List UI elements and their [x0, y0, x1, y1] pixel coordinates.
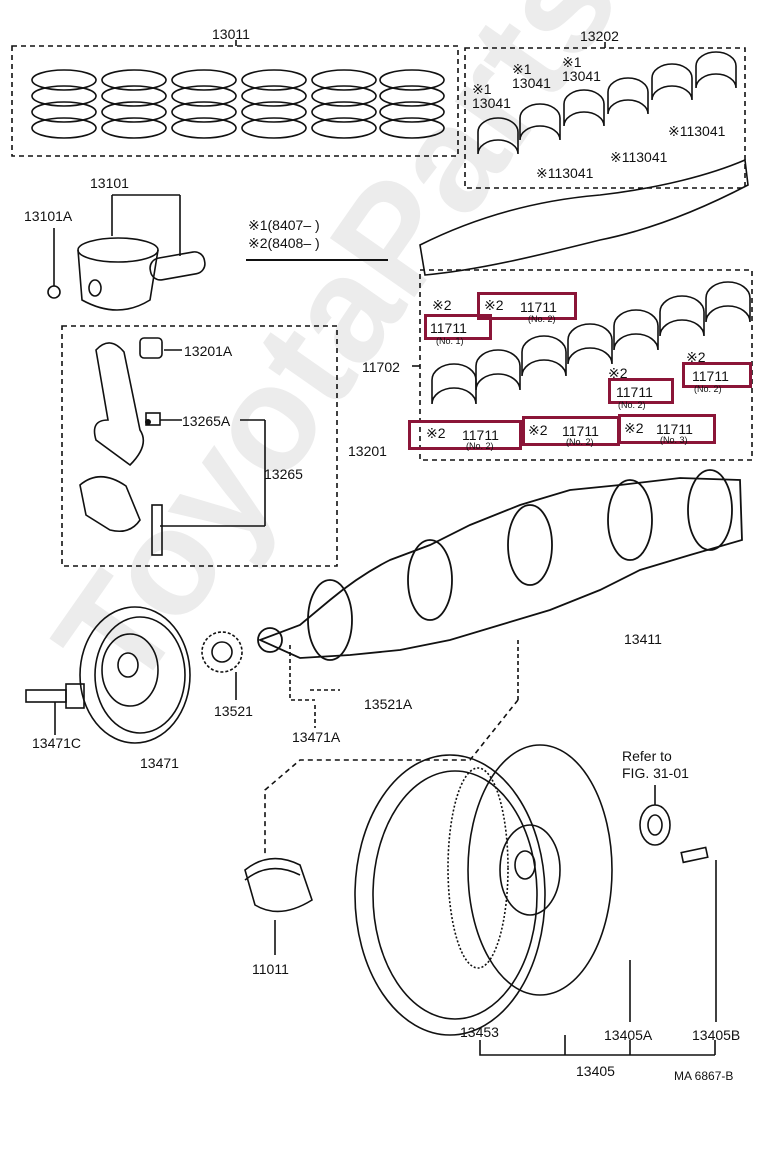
main-bearing-shells [431, 281, 751, 405]
connecting-rod-box [61, 325, 338, 567]
part-label-13041[interactable]: ※113041 [610, 149, 668, 165]
rod-bearing-shells [477, 51, 737, 155]
crankshaft-pulley [79, 606, 191, 744]
bearing-note: (No. 1) [436, 336, 464, 346]
highlight-box [682, 362, 752, 388]
bearing-mark: ※2 [432, 297, 452, 313]
flywheel-bolt [680, 846, 717, 1022]
pulley-bolt [25, 683, 85, 735]
piston [47, 194, 206, 311]
bearing-part[interactable]: 11711 [430, 320, 467, 336]
pilot-bearing [639, 785, 671, 846]
bearing-mark: ※2 [528, 422, 548, 438]
part-label-13521A[interactable]: 13521A [364, 696, 413, 712]
main-bearing-box [419, 269, 753, 461]
part-label-13101[interactable]: 13101 [90, 175, 129, 191]
part-label-13041[interactable]: ※1 13041 [512, 61, 551, 91]
bearing-part[interactable]: 11711 [656, 421, 693, 437]
bearing-note: (No. 2) [694, 384, 722, 394]
part-label-13101A[interactable]: 13101A [24, 208, 73, 224]
bearing-note: (No. 2) [618, 400, 646, 410]
bearing-mark: ※2 [608, 365, 628, 381]
part-label-13041[interactable]: ※1 13041 [562, 54, 601, 84]
legend-line-1: ※1(8407– ) [248, 217, 320, 233]
bearing-note: (No. 2) [466, 441, 494, 451]
part-label-13453[interactable]: 13453 [460, 1024, 499, 1040]
bearing-part[interactable]: 11711 [462, 427, 499, 443]
bearing-mark: ※2 [624, 420, 644, 436]
part-label-13011[interactable]: 13011 [212, 26, 250, 42]
flywheel [354, 744, 613, 1036]
part-label-13471C[interactable]: 13471C [32, 735, 82, 751]
refer-figure-link[interactable]: FIG. 31-01 [622, 765, 689, 781]
part-label-13265A[interactable]: 13265A [182, 413, 231, 429]
bearing-mark: ※2 [426, 425, 446, 441]
part-label-13405A[interactable]: 13405A [604, 1027, 653, 1043]
bearing-note: (No. 2) [566, 437, 594, 447]
highlight-box [408, 420, 522, 450]
part-label-13411[interactable]: 13411 [624, 631, 662, 647]
bearing-note: (No. 2) [528, 314, 556, 324]
bearing-part[interactable]: 11711 [692, 368, 729, 384]
part-label-13521[interactable]: 13521 [214, 703, 253, 719]
highlight-box [618, 414, 716, 444]
highlight-box [477, 292, 577, 320]
part-label-13471[interactable]: 13471 [140, 755, 179, 771]
part-label-13202[interactable]: 13202 [580, 28, 619, 44]
crankshaft [257, 469, 743, 661]
upper-crankshaft [419, 158, 749, 276]
part-label-11702[interactable]: 11702 [362, 359, 400, 375]
piston-rings [31, 69, 445, 139]
bearing-part[interactable]: 11711 [616, 384, 653, 400]
highlight-box [608, 378, 674, 404]
bearing-part[interactable]: 11711 [520, 299, 557, 315]
part-label-13265[interactable]: 13265 [264, 466, 303, 482]
part-label-13471A[interactable]: 13471A [292, 729, 341, 745]
bearing-mark: ※2 [686, 349, 706, 365]
bearing-part[interactable]: 11711 [562, 423, 599, 439]
piston-ring-box [11, 45, 459, 157]
bearing-note: (No. 3) [660, 435, 688, 445]
part-label-11011[interactable]: 11011 [252, 961, 289, 977]
part-label-13041[interactable]: ※1 13041 [472, 81, 511, 111]
part-label-13405[interactable]: 13405 [576, 1063, 615, 1079]
highlight-box [424, 314, 492, 340]
part-label-13041[interactable]: ※113041 [536, 165, 594, 181]
bearing-mark: ※2 [484, 297, 504, 313]
timing-gear [201, 631, 243, 700]
part-label-13201A[interactable]: 13201A [184, 343, 233, 359]
part-label-13201[interactable]: 13201 [348, 443, 387, 459]
figure-code: MA 6867-B [674, 1069, 734, 1083]
connecting-rod [79, 337, 163, 556]
thrust-washers [244, 857, 313, 955]
refer-text: Refer to [622, 748, 672, 764]
legend-line-2: ※2(8408– ) [248, 235, 320, 251]
part-label-13041[interactable]: ※113041 [668, 123, 726, 139]
part-label-13405B[interactable]: 13405B [692, 1027, 741, 1043]
